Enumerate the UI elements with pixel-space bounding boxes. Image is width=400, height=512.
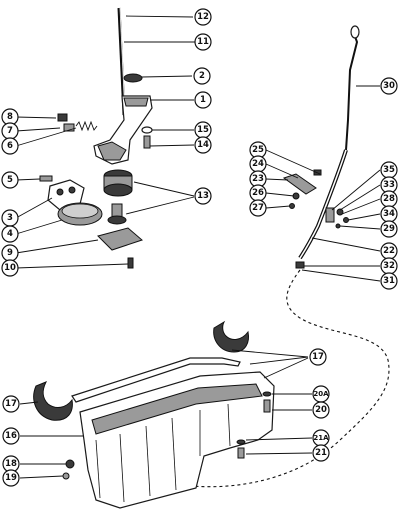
pan-bolt-washer bbox=[262, 391, 272, 397]
plate-screw bbox=[127, 257, 134, 269]
oil-pan-assembly bbox=[33, 320, 275, 509]
callout-31: 31 bbox=[383, 276, 395, 286]
callout-20: 20 bbox=[315, 405, 327, 415]
callout-3: 3 bbox=[7, 213, 13, 223]
callout-2: 2 bbox=[199, 71, 205, 81]
callout-13: 13 bbox=[197, 191, 209, 201]
pan-bolt bbox=[263, 399, 271, 413]
dipstick-routing-line bbox=[191, 269, 390, 488]
callout-27: 27 bbox=[252, 203, 264, 213]
drain-plug bbox=[65, 459, 75, 469]
callout-18: 18 bbox=[5, 459, 17, 469]
callout-23: 23 bbox=[252, 174, 264, 184]
relief-valve-plug bbox=[57, 113, 68, 122]
cover-bolt bbox=[39, 175, 53, 182]
retainer-plate bbox=[123, 73, 143, 83]
dipstick-leader-lines bbox=[265, 85, 381, 282]
callout-34: 34 bbox=[383, 209, 395, 219]
callout-labels: 12 11 2 1 15 14 13 8 7 6 5 3 4 9 10 30 2 bbox=[1, 8, 398, 487]
oil-pump-assembly bbox=[39, 7, 153, 269]
callout-30: 30 bbox=[383, 81, 395, 91]
callout-21: 21 bbox=[315, 448, 327, 458]
callout-12: 12 bbox=[197, 12, 209, 22]
callout-22: 22 bbox=[383, 246, 395, 256]
callout-1: 1 bbox=[200, 95, 206, 105]
drain-plug-gasket bbox=[62, 472, 70, 480]
callout-9: 9 bbox=[7, 248, 13, 258]
callout-24: 24 bbox=[252, 159, 264, 169]
callout-11: 11 bbox=[197, 37, 209, 47]
callout-29: 29 bbox=[383, 224, 395, 234]
pump-leader-lines bbox=[15, 15, 195, 269]
callout-15: 15 bbox=[197, 125, 209, 135]
tube-clip bbox=[325, 207, 335, 223]
callout-6: 6 bbox=[7, 141, 13, 151]
callout-17-left: 17 bbox=[5, 399, 17, 409]
relief-valve-piston bbox=[63, 123, 75, 132]
callout-20A: 20A bbox=[313, 390, 329, 398]
pump-gears bbox=[103, 169, 133, 225]
pump-plate bbox=[97, 227, 143, 251]
pan-leader-lines bbox=[19, 349, 313, 479]
callout-16: 16 bbox=[5, 431, 17, 441]
callout-28: 28 bbox=[383, 194, 395, 204]
callout-8: 8 bbox=[7, 112, 13, 122]
pan-nut-washer bbox=[236, 439, 246, 445]
callout-10: 10 bbox=[4, 263, 16, 273]
relief-valve-spring bbox=[75, 120, 98, 132]
callout-5: 5 bbox=[7, 175, 13, 185]
callout-7: 7 bbox=[7, 126, 13, 136]
callout-35: 35 bbox=[383, 165, 395, 175]
tube-seal bbox=[295, 261, 305, 269]
rear-main-seal bbox=[33, 381, 73, 421]
callout-19: 19 bbox=[5, 473, 17, 483]
callout-21A: 21A bbox=[313, 434, 329, 442]
callout-26: 26 bbox=[252, 188, 264, 198]
pump-mounting-bolt bbox=[143, 135, 151, 149]
oil-pan bbox=[79, 371, 275, 509]
callout-17-top: 17 bbox=[312, 352, 324, 362]
dipstick bbox=[345, 27, 359, 151]
callout-25: 25 bbox=[252, 145, 264, 155]
dipstick-assembly bbox=[282, 25, 360, 269]
tube-bracket bbox=[282, 173, 317, 195]
pan-nut bbox=[237, 447, 245, 459]
callout-14: 14 bbox=[197, 140, 209, 150]
front-seal bbox=[213, 320, 249, 353]
callout-4: 4 bbox=[7, 229, 13, 239]
callout-32: 32 bbox=[383, 261, 395, 271]
side-gasket-left bbox=[71, 357, 241, 403]
callout-33: 33 bbox=[383, 180, 395, 190]
